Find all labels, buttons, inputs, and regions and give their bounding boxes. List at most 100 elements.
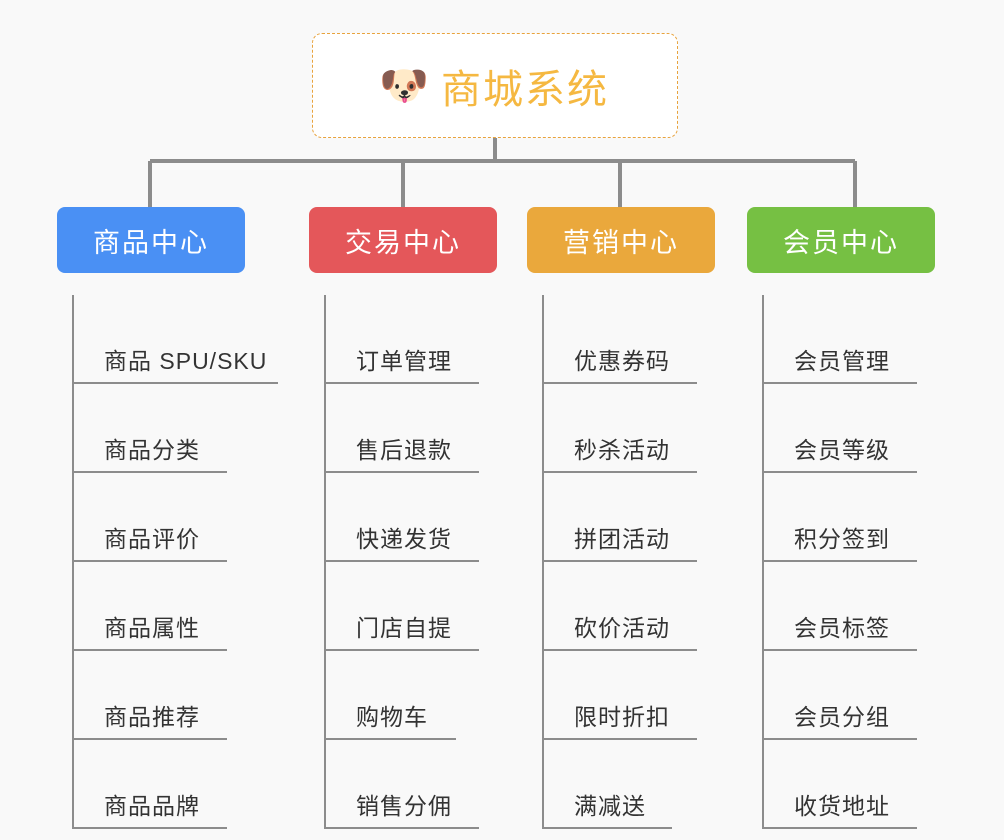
leaf-item[interactable]: 商品分类	[57, 384, 245, 473]
leaf-label: 销售分佣	[356, 793, 452, 819]
leaf-list-marketing-center: 优惠券码 秒杀活动 拼团活动 砍价活动 限时折扣	[527, 295, 715, 829]
leaf-underline	[762, 560, 917, 562]
leaf-label: 会员等级	[794, 437, 890, 463]
leaf-label: 限时折扣	[574, 704, 670, 730]
leaf-label: 商品推荐	[104, 704, 200, 730]
leaf-spine	[542, 295, 544, 384]
leaf-underline	[542, 738, 697, 740]
category-label: 会员中心	[783, 227, 899, 258]
leaf-item[interactable]: 拼团活动	[527, 473, 715, 562]
leaf-spine	[542, 651, 544, 740]
shiba-dog-face-icon: 🐶	[379, 63, 429, 108]
leaf-item[interactable]: 订单管理	[309, 295, 497, 384]
category-column-member-center: 会员中心 会员管理 会员等级 积分签到 会员标签	[747, 207, 935, 829]
leaf-item[interactable]: 满减送	[527, 740, 715, 829]
leaf-item[interactable]: 积分签到	[747, 473, 935, 562]
leaf-item[interactable]: 商品评价	[57, 473, 245, 562]
leaf-underline	[324, 827, 479, 829]
leaf-underline	[324, 649, 479, 651]
leaf-spine	[324, 740, 326, 829]
leaf-spine	[762, 295, 764, 384]
leaf-item[interactable]: 商品 SPU/SKU	[57, 295, 278, 384]
root-node[interactable]: 🐶 商城系统	[312, 33, 678, 138]
category-column-product-center: 商品中心 商品 SPU/SKU 商品分类 商品评价 商品属性	[57, 207, 278, 829]
leaf-underline	[72, 827, 227, 829]
leaf-spine	[762, 651, 764, 740]
leaf-underline	[324, 560, 479, 562]
leaf-label: 收货地址	[794, 793, 890, 819]
leaf-label: 会员管理	[794, 348, 890, 374]
leaf-spine	[72, 740, 74, 829]
leaf-underline	[72, 738, 227, 740]
leaf-spine	[762, 740, 764, 829]
leaf-item[interactable]: 售后退款	[309, 384, 497, 473]
leaf-label: 满减送	[574, 793, 646, 819]
leaf-list-trade-center: 订单管理 售后退款 快递发货 门店自提 购物车	[309, 295, 497, 829]
category-label: 营销中心	[563, 227, 679, 258]
leaf-spine	[324, 295, 326, 384]
leaf-label: 积分签到	[794, 526, 890, 552]
leaf-label: 商品属性	[104, 615, 200, 641]
category-header-trade-center[interactable]: 交易中心	[309, 207, 497, 273]
leaf-label: 会员标签	[794, 615, 890, 641]
leaf-item[interactable]: 会员分组	[747, 651, 935, 740]
category-header-marketing-center[interactable]: 营销中心	[527, 207, 715, 273]
leaf-spine	[324, 384, 326, 473]
category-column-trade-center: 交易中心 订单管理 售后退款 快递发货 门店自提	[309, 207, 497, 829]
leaf-spine	[72, 384, 74, 473]
leaf-item[interactable]: 快递发货	[309, 473, 497, 562]
leaf-underline	[542, 827, 672, 829]
leaf-item[interactable]: 秒杀活动	[527, 384, 715, 473]
leaf-underline	[542, 471, 697, 473]
leaf-item[interactable]: 会员标签	[747, 562, 935, 651]
leaf-spine	[542, 740, 544, 829]
leaf-spine	[72, 295, 74, 384]
leaf-spine	[762, 473, 764, 562]
category-column-marketing-center: 营销中心 优惠券码 秒杀活动 拼团活动 砍价活动	[527, 207, 715, 829]
leaf-label: 购物车	[356, 704, 428, 730]
category-label: 商品中心	[93, 227, 209, 258]
leaf-spine	[72, 562, 74, 651]
leaf-underline	[762, 738, 917, 740]
leaf-spine	[324, 562, 326, 651]
leaf-item[interactable]: 购物车	[309, 651, 497, 740]
leaf-item[interactable]: 优惠券码	[527, 295, 715, 384]
leaf-spine	[762, 384, 764, 473]
leaf-label: 商品 SPU/SKU	[104, 348, 268, 374]
leaf-underline	[72, 649, 227, 651]
leaf-spine	[324, 651, 326, 740]
leaf-item[interactable]: 会员等级	[747, 384, 935, 473]
category-label: 交易中心	[345, 227, 461, 258]
leaf-item[interactable]: 砍价活动	[527, 562, 715, 651]
leaf-label: 门店自提	[356, 615, 452, 641]
leaf-spine	[762, 562, 764, 651]
leaf-item[interactable]: 会员管理	[747, 295, 935, 384]
leaf-label: 快递发货	[356, 526, 452, 552]
leaf-item[interactable]: 销售分佣	[309, 740, 497, 829]
leaf-spine	[542, 562, 544, 651]
leaf-underline	[762, 382, 917, 384]
leaf-item[interactable]: 商品推荐	[57, 651, 245, 740]
leaf-item[interactable]: 收货地址	[747, 740, 935, 829]
leaf-label: 会员分组	[794, 704, 890, 730]
leaf-label: 售后退款	[356, 437, 452, 463]
leaf-label: 商品评价	[104, 526, 200, 552]
leaf-label: 砍价活动	[574, 615, 670, 641]
leaf-underline	[762, 649, 917, 651]
leaf-item[interactable]: 商品属性	[57, 562, 245, 651]
leaf-spine	[324, 473, 326, 562]
category-header-member-center[interactable]: 会员中心	[747, 207, 935, 273]
leaf-item[interactable]: 限时折扣	[527, 651, 715, 740]
leaf-underline	[542, 382, 697, 384]
leaf-label: 优惠券码	[574, 348, 670, 374]
leaf-label: 秒杀活动	[574, 437, 670, 463]
leaf-underline	[762, 827, 917, 829]
leaf-spine	[72, 651, 74, 740]
leaf-list-product-center: 商品 SPU/SKU 商品分类 商品评价 商品属性 商品推荐	[57, 295, 278, 829]
leaf-spine	[72, 473, 74, 562]
leaf-label: 商品品牌	[104, 793, 200, 819]
category-header-product-center[interactable]: 商品中心	[57, 207, 245, 273]
leaf-underline	[72, 560, 227, 562]
leaf-item[interactable]: 门店自提	[309, 562, 497, 651]
leaf-item[interactable]: 商品品牌	[57, 740, 245, 829]
